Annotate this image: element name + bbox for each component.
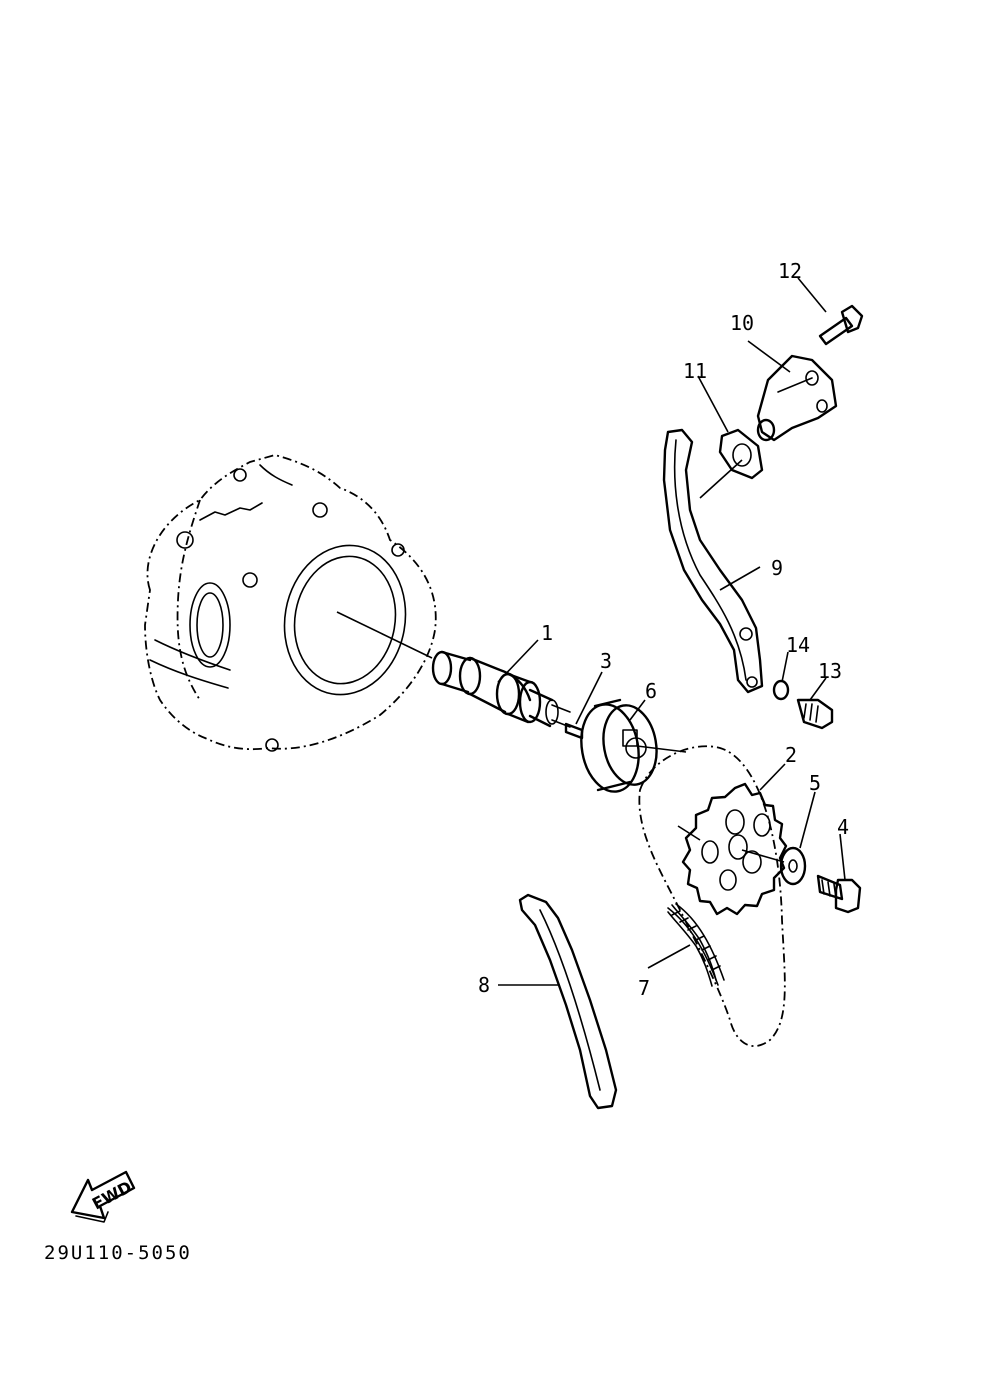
tensioner-body	[756, 354, 838, 442]
guide-washer	[772, 679, 790, 701]
cylinder-head	[144, 454, 437, 752]
callout-11: 11	[683, 359, 707, 383]
callout-labels: 1 2 3 4 5 6 7 8 9 10 11 12 13 14	[478, 259, 849, 1000]
callout-9: 9	[771, 556, 783, 580]
callout-8: 8	[478, 973, 490, 997]
callout-4: 4	[837, 815, 849, 839]
figure-code: 29U110-5050	[44, 1242, 192, 1264]
decompressor-weight	[580, 698, 658, 793]
callout-14: 14	[786, 633, 810, 657]
sprocket-bolt	[816, 874, 862, 914]
callout-12: 12	[778, 259, 802, 283]
chain-segment	[667, 903, 725, 986]
callout-13: 13	[818, 659, 842, 683]
cam-sprocket	[681, 782, 788, 916]
tensioner-gasket	[718, 428, 764, 480]
callout-3: 3	[600, 649, 612, 673]
guide-bolt	[796, 698, 834, 730]
chain-guide-upper	[662, 428, 764, 694]
dowel-pin	[564, 722, 584, 740]
chain-guide-lower	[518, 893, 618, 1110]
leader-lines	[336, 277, 846, 986]
callout-6: 6	[645, 679, 657, 703]
cam-chain	[638, 745, 786, 1047]
camshaft	[431, 650, 571, 728]
fwd-label: FWD	[89, 1177, 135, 1213]
tensioner-bolt	[818, 304, 864, 346]
callout-5: 5	[809, 771, 821, 795]
callout-7: 7	[638, 976, 650, 1000]
washer	[779, 846, 807, 886]
callout-10: 10	[730, 311, 754, 335]
callout-1: 1	[541, 621, 553, 645]
forward-arrow-icon: FWD	[70, 1170, 136, 1223]
callout-2: 2	[785, 743, 797, 767]
